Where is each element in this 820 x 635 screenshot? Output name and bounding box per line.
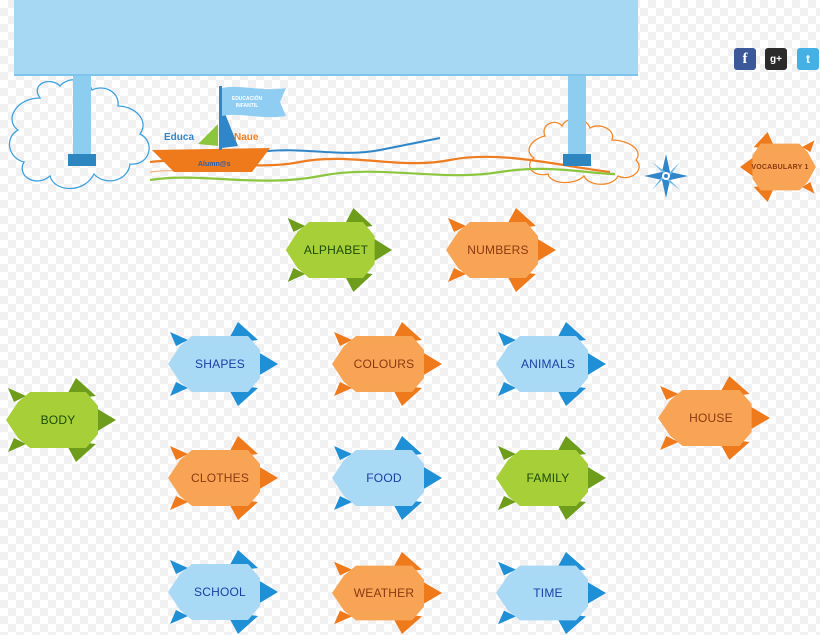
turtle-shape [168, 436, 278, 520]
turtle-shape [740, 132, 816, 202]
logo-word-educa: Educa [164, 132, 195, 143]
flag-text-line1: EDUCACIÓN [231, 96, 263, 102]
left-pillar [73, 76, 91, 158]
header-illustration [8, 79, 688, 198]
turtle-shape [168, 550, 278, 634]
right-pillar-base [563, 154, 591, 166]
turtle-shape [332, 436, 442, 520]
green-wave [149, 167, 616, 182]
boat-sail-green [198, 124, 218, 146]
turtle-shape [332, 322, 442, 406]
topic-button-clothes[interactable]: CLOTHES [162, 436, 278, 520]
topic-label: HOUSE [689, 411, 733, 425]
topic-button-body[interactable]: BODY [0, 378, 116, 462]
boat-sail-blue [222, 106, 238, 148]
compass-star [644, 154, 688, 198]
topic-label: COLOURS [353, 357, 415, 371]
turtle-shape [332, 552, 442, 634]
vocabulary-1-button[interactable]: VOCABULARY 1 [740, 132, 820, 202]
turtle-shape [496, 436, 606, 520]
topic-label: FOOD [366, 471, 402, 485]
turtle-shape [496, 322, 606, 406]
topic-label: SHAPES [195, 357, 245, 371]
topic-button-family[interactable]: FAMILY [490, 436, 606, 520]
topic-label: WEATHER [353, 586, 415, 600]
boat-flag [222, 86, 286, 118]
topic-button-numbers[interactable]: NUMBERS [440, 208, 556, 292]
topic-button-house[interactable]: HOUSE [652, 376, 770, 460]
turtle-shape [6, 378, 116, 462]
topic-label: NUMBERS [467, 243, 529, 257]
topic-button-animals[interactable]: ANIMALS [490, 322, 606, 406]
topic-button-school[interactable]: SCHOOL [162, 550, 278, 634]
turtle-shape [285, 208, 392, 292]
right-pillar [568, 76, 586, 158]
boat-mast [219, 86, 222, 150]
google-plus-icon[interactable]: g+ [765, 48, 787, 70]
turtle-shape [446, 208, 556, 292]
topic-label: ANIMALS [520, 357, 576, 371]
topic-button-time[interactable]: TIME [490, 552, 606, 634]
flag-text-line2: INFANTIL [235, 103, 259, 109]
blue-wave [259, 137, 441, 154]
twitter-icon[interactable]: t [797, 48, 819, 70]
header-banner [14, 0, 638, 76]
topic-button-shapes[interactable]: SHAPES [162, 322, 278, 406]
turtle-shape [168, 322, 278, 406]
turtle-shape [658, 376, 770, 460]
logo-word-naue: Naue [234, 132, 259, 143]
topic-button-food[interactable]: FOOD [326, 436, 442, 520]
topic-button-colours[interactable]: COLOURS [326, 322, 442, 406]
topic-label: TIME [533, 586, 563, 600]
boat-label: Alumn@s [198, 161, 231, 168]
vocabulary-1-label: VOCABULARY 1 [751, 163, 809, 171]
boat-hull [152, 148, 270, 172]
topic-label: SCHOOL [194, 585, 246, 599]
topic-label: ALPHABET [303, 243, 369, 257]
topic-label: BODY [40, 413, 76, 427]
topic-label: FAMILY [526, 471, 570, 485]
topic-button-alphabet[interactable]: ALPHABET [280, 208, 392, 292]
topic-button-weather[interactable]: WEATHER [326, 552, 442, 634]
turtle-shape [496, 552, 606, 634]
topic-label: CLOTHES [190, 471, 250, 485]
left-pillar-base [68, 154, 96, 166]
facebook-icon[interactable]: f [734, 48, 756, 70]
